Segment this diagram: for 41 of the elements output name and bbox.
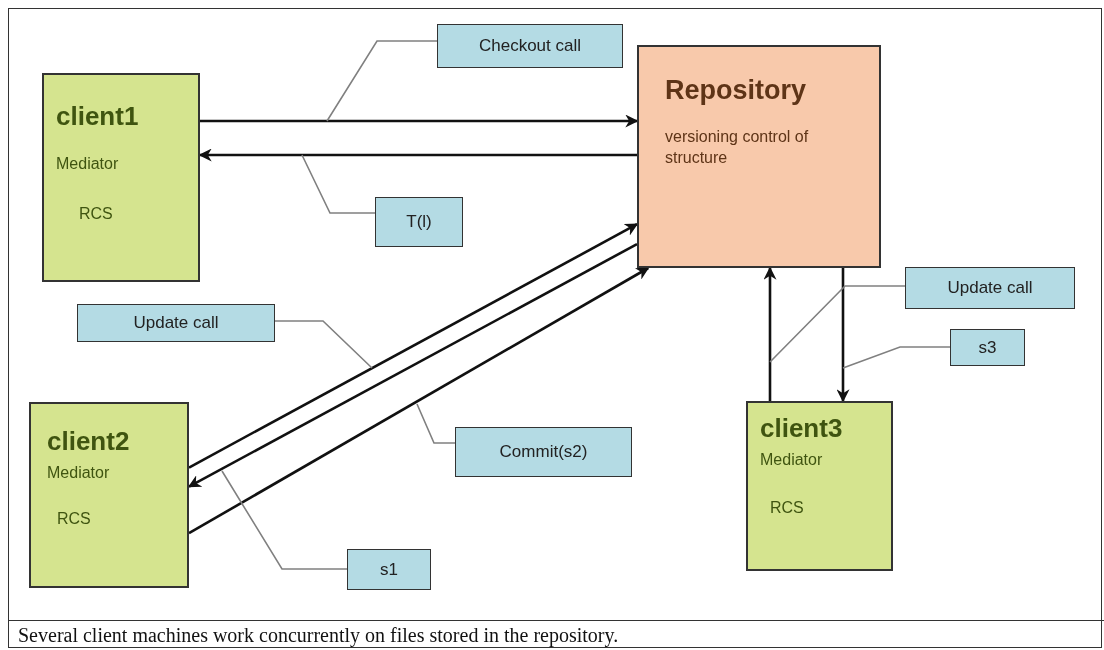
leader-line xyxy=(842,346,951,369)
callout-label: Commit(s2) xyxy=(499,442,588,462)
leader-line xyxy=(221,470,348,570)
arrow xyxy=(200,114,639,128)
node-description: versioning control of structure xyxy=(665,127,810,168)
arrow xyxy=(836,268,850,403)
callout-box xyxy=(905,267,1075,309)
callout-box xyxy=(347,549,431,590)
callout-box xyxy=(455,427,632,477)
node-title: Repository xyxy=(665,75,807,106)
leader-line xyxy=(326,40,438,122)
callout-label: T(l) xyxy=(406,212,432,232)
node-label: RCS xyxy=(79,205,113,223)
client-box xyxy=(746,401,893,571)
node-label: RCS xyxy=(770,499,804,517)
node-label: Mediator xyxy=(47,464,110,482)
callout-label: Update call xyxy=(947,278,1033,298)
repository-box xyxy=(637,45,881,268)
node-label: Mediator xyxy=(56,155,119,173)
callout-label: Checkout call xyxy=(478,36,582,56)
node-label: RCS xyxy=(57,510,91,528)
caption: Several client machines work concurrently on files stored in the repository. xyxy=(18,624,619,647)
client-box xyxy=(29,402,189,588)
node-title: client2 xyxy=(47,426,130,457)
callout-label: s1 xyxy=(380,559,398,580)
node-title: client1 xyxy=(56,101,139,132)
leader-line xyxy=(274,320,373,369)
callout-box xyxy=(375,197,463,247)
client-box xyxy=(42,73,200,282)
callout-box xyxy=(950,329,1025,366)
leader-line xyxy=(416,403,456,444)
arrow xyxy=(763,266,777,401)
callout-label: s3 xyxy=(978,337,997,358)
callout-label: Update call xyxy=(133,313,219,333)
callout-box xyxy=(437,24,623,68)
leader-line xyxy=(301,154,376,214)
node-label: Mediator xyxy=(760,451,823,469)
callout-box xyxy=(77,304,275,342)
node-title: client3 xyxy=(760,413,843,444)
arrow xyxy=(188,266,650,535)
leader-line xyxy=(769,285,906,363)
